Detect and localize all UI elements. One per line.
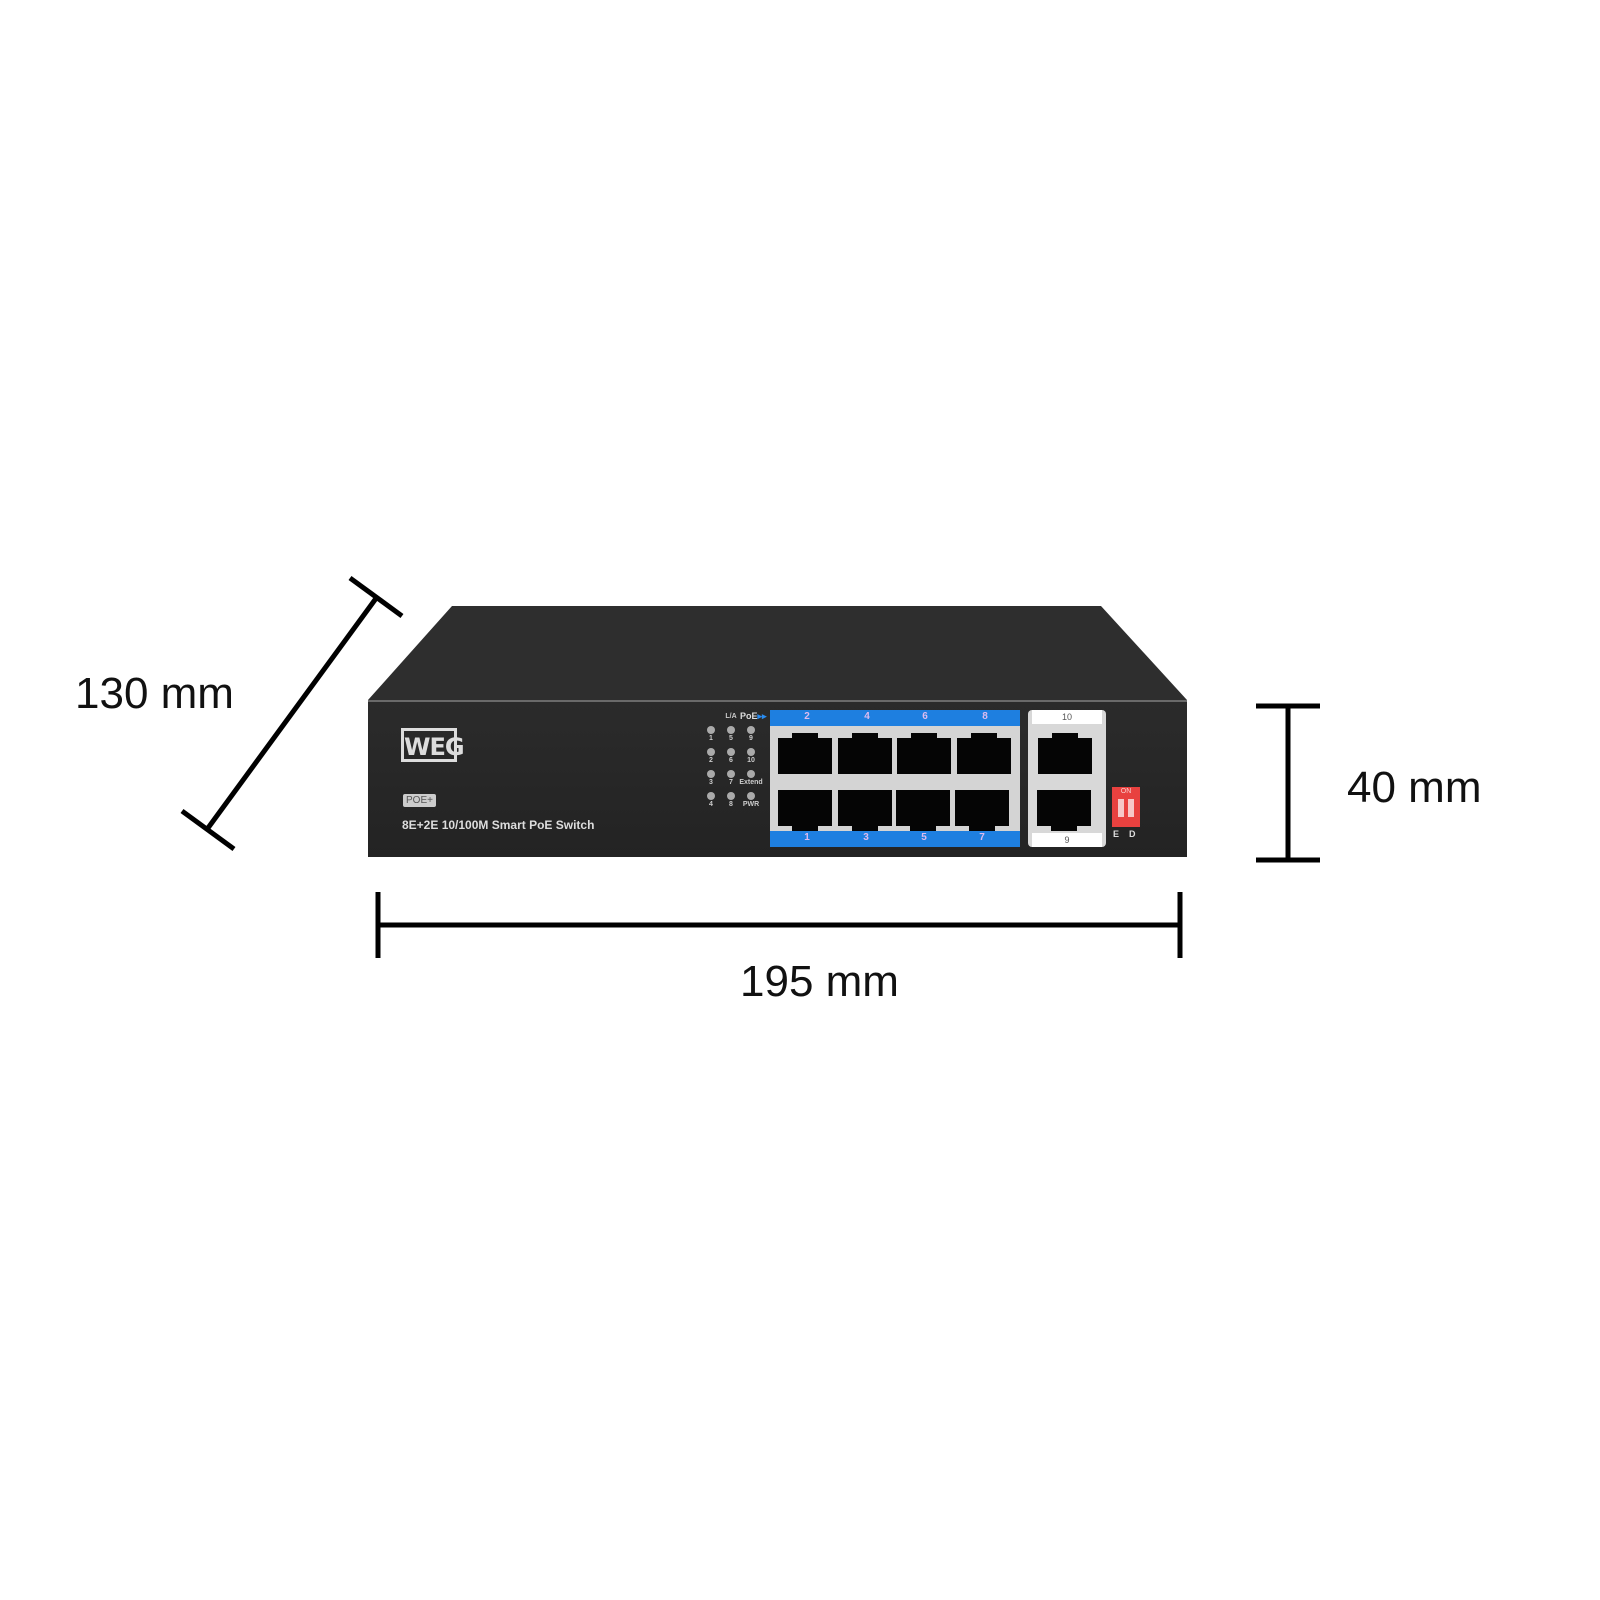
- model-label: 8E+2E 10/100M Smart PoE Switch: [402, 818, 595, 832]
- led-indicator: [727, 792, 735, 800]
- port-number: 2: [804, 711, 810, 722]
- led-indicator: [747, 726, 755, 734]
- switch-front-panel: WEG POE+ 8E+2E 10/100M Smart PoE Switch …: [368, 700, 1187, 857]
- led-indicator: [727, 726, 735, 734]
- depth-dimension-line: [180, 575, 404, 852]
- ethernet-port-10[interactable]: [1038, 733, 1092, 774]
- led-label: 10: [747, 757, 755, 764]
- led-indicator: [747, 792, 755, 800]
- ethernet-port-8[interactable]: [957, 733, 1011, 774]
- poe-port-block: 2 4 6 8 1 3 5 7: [770, 710, 1020, 847]
- bottom-port-strip: 1 3 5 7: [770, 831, 1020, 847]
- height-label: 40 mm: [1347, 763, 1482, 812]
- width-dimension-line: [375, 892, 1183, 958]
- led-label: 7: [729, 779, 733, 786]
- dip-e-label: E: [1113, 829, 1120, 839]
- led-label: 3: [709, 779, 713, 786]
- led-indicator: [747, 770, 755, 778]
- led-label: 9: [749, 735, 753, 742]
- ethernet-port-7[interactable]: [955, 790, 1009, 831]
- arrow-icon: ▸▸: [757, 711, 767, 721]
- port-number: 4: [864, 711, 870, 722]
- switch-top-cover: [368, 606, 1187, 700]
- ethernet-port-9[interactable]: [1037, 790, 1091, 831]
- port-number: 6: [922, 711, 928, 722]
- width-label: 195 mm: [740, 957, 899, 1006]
- led-label: PWR: [742, 801, 760, 808]
- port-number: 9: [1032, 833, 1102, 847]
- dip-toggle-1[interactable]: [1118, 799, 1124, 817]
- led-indicator: [707, 726, 715, 734]
- led-indicator: [707, 748, 715, 756]
- top-port-strip: 2 4 6 8: [770, 710, 1020, 726]
- led-label: 8: [729, 801, 733, 808]
- port-number: 7: [979, 832, 985, 843]
- led-label: 5: [729, 735, 733, 742]
- port-number: 10: [1032, 710, 1102, 724]
- led-label: 4: [709, 801, 713, 808]
- led-indicator: [727, 748, 735, 756]
- ethernet-port-5[interactable]: [896, 790, 950, 831]
- led-indicator: [727, 770, 735, 778]
- led-header: L/A: [725, 713, 737, 720]
- dip-toggle-2[interactable]: [1128, 799, 1134, 817]
- ethernet-port-6[interactable]: [897, 733, 951, 774]
- poe-text: PoE: [740, 711, 758, 721]
- poe-badge: POE+: [403, 794, 436, 807]
- ethernet-port-3[interactable]: [838, 790, 892, 831]
- ethernet-port-4[interactable]: [838, 733, 892, 774]
- led-indicator: [707, 770, 715, 778]
- port-number: 5: [921, 832, 927, 843]
- led-indicator: [747, 748, 755, 756]
- poe-label: PoE▸▸: [740, 711, 767, 722]
- height-dimension-line: [1256, 703, 1320, 863]
- led-label: Extend: [739, 779, 763, 786]
- led-indicator: [707, 792, 715, 800]
- port-number: 1: [804, 832, 810, 843]
- uplink-port-block: 10 9: [1028, 710, 1106, 847]
- dip-d-label: D: [1129, 829, 1136, 839]
- depth-label: 130 mm: [75, 669, 234, 718]
- ethernet-port-1[interactable]: [778, 790, 832, 831]
- port-number: 3: [863, 832, 869, 843]
- brand-logo: WEG: [401, 728, 465, 762]
- dip-switch[interactable]: ON: [1112, 787, 1140, 827]
- led-label: 6: [729, 757, 733, 764]
- led-label: 1: [709, 735, 713, 742]
- led-label: 2: [709, 757, 713, 764]
- port-number: 8: [982, 711, 988, 722]
- dip-on-label: ON: [1120, 788, 1132, 795]
- ethernet-port-2[interactable]: [778, 733, 832, 774]
